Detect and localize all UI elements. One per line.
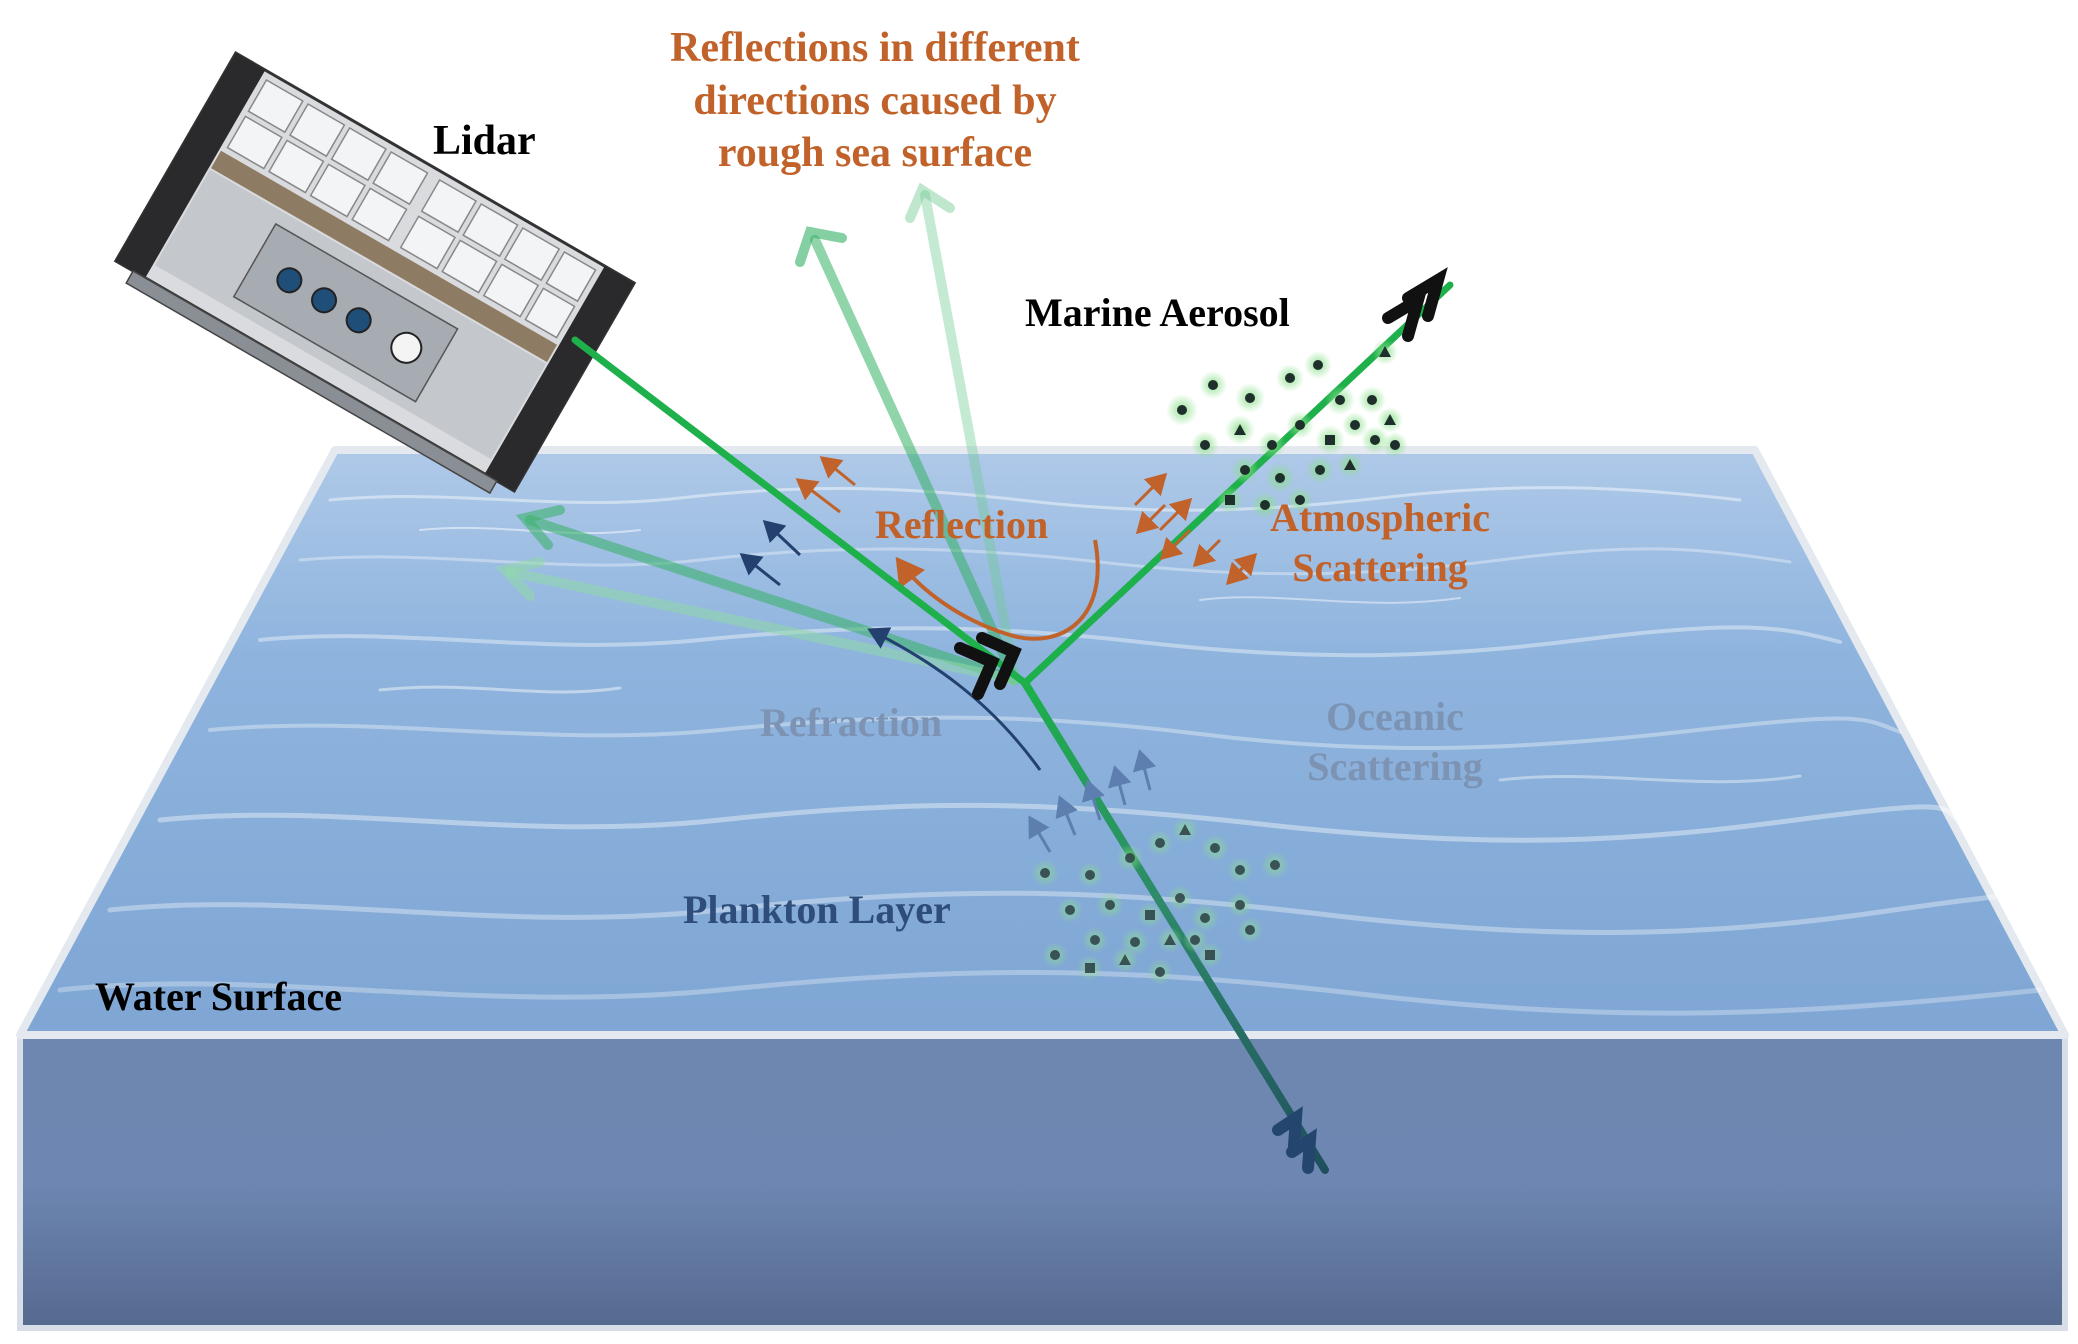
reflected-beam-up-1: [810, 235, 1020, 685]
incident-beam: [571, 336, 1029, 687]
transmitted-chevron-2: [1286, 1128, 1317, 1174]
transmitted-beam: [1021, 679, 1329, 1174]
atmospheric-scattering-label: Atmospheric Scattering: [1240, 493, 1520, 593]
reflections-title-line-2: directions caused by: [693, 77, 1057, 124]
reflection-curve: [895, 539, 1100, 641]
incident-chevron-2: [976, 632, 1022, 690]
scatter-arrows: [739, 456, 1258, 853]
oceanic-scattering-line-2: Scattering: [1307, 744, 1483, 789]
reflection-label: Reflection: [875, 502, 1049, 547]
water-side-face: [17, 1032, 2068, 1331]
lidar-label: Lidar: [433, 118, 536, 164]
oceanic-scattering-line-1: Oceanic: [1326, 694, 1464, 739]
transmitted-chevron-1: [1272, 1106, 1303, 1152]
aerosol-particles: [1166, 339, 1408, 519]
reflected-beam-left-2: [505, 567, 1020, 685]
water-surface-label: Water Surface: [95, 974, 342, 1019]
atmospheric-scattering-line-1: Atmospheric: [1270, 495, 1490, 540]
water-box: [16, 446, 2069, 1331]
backscatter-chevron-2: [1402, 267, 1448, 322]
refraction-label: Refraction: [760, 700, 943, 745]
reflections-title: Reflections in different directions caus…: [600, 22, 1150, 180]
refraction-curve: [867, 627, 1042, 771]
plankton-particles: [1031, 817, 1289, 985]
reflections-title-line-1: Reflections in different: [670, 25, 1080, 71]
reflection-beams: [495, 182, 1020, 685]
lidar-device: [113, 51, 637, 495]
backscatter-chevron-1: [1382, 287, 1428, 342]
plankton-layer-label: Plankton Layer: [683, 887, 951, 932]
oceanic-scattering-label: Oceanic Scattering: [1270, 692, 1520, 792]
incident-chevron-1: [954, 642, 1000, 700]
wave-texture: [57, 486, 2043, 1016]
atmospheric-scattering-line-2: Scattering: [1292, 545, 1468, 590]
marine-aerosol-label: Marine Aerosol: [1025, 290, 1290, 335]
lidar-panel-grid: [226, 78, 597, 339]
reflections-title-line-3: rough sea surface: [717, 130, 1033, 176]
reflected-beam-left-1: [525, 515, 1020, 685]
reflected-beam-up-2: [920, 190, 1020, 685]
